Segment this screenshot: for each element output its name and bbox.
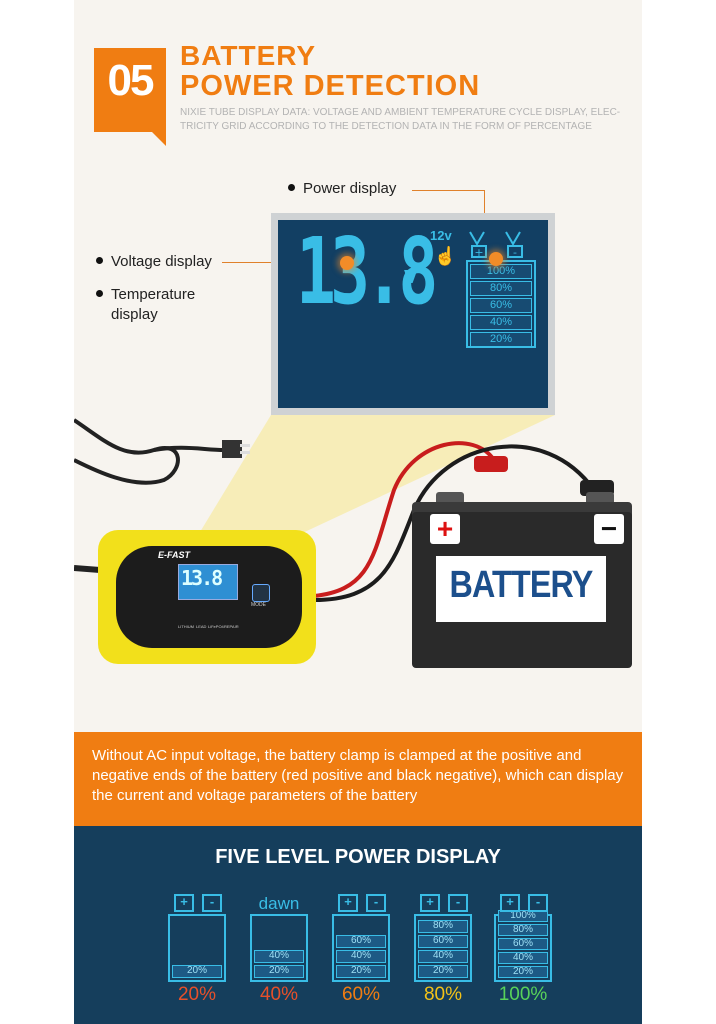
level-battery-top: +- [168, 894, 226, 914]
callout-temperature-line2: display [111, 306, 158, 323]
lcd-level-cell: 20% [470, 332, 532, 347]
minus-icon: - [528, 894, 548, 912]
level-cell: 40% [418, 950, 468, 963]
lcd-unit: v [404, 262, 418, 289]
callout-temperature-line1: Temperature [111, 286, 196, 303]
charger-brand: E-FAST [158, 550, 191, 560]
level-battery-top: +- [494, 894, 552, 914]
product-page: 05 BATTERY POWER DETECTION NIXIE TUBE DI… [74, 0, 642, 1024]
lcd-level-cell: 60% [470, 298, 532, 313]
level-cell: 80% [498, 924, 548, 936]
bullet-dot [96, 289, 103, 297]
level-battery: +- 60% 40% 20% [332, 894, 390, 982]
badge-tail [148, 128, 166, 146]
level-battery-top: +- [414, 894, 472, 914]
level-cell: 20% [418, 965, 468, 978]
power-pointer-dot [489, 252, 503, 266]
level-cell: 80% [418, 920, 468, 933]
bullet-dot [288, 183, 295, 191]
callout-voltage: Voltage display [96, 253, 212, 270]
level-battery: +-100% 80% 60% 40% 20% [494, 894, 552, 982]
callout-power: Power display [288, 180, 396, 197]
mode-label-lithium: LITHIUM [178, 624, 194, 629]
plus-icon: + [338, 894, 358, 912]
charger-lcd [178, 564, 238, 600]
lcd-screen [278, 220, 548, 408]
title-line-1: BATTERY [180, 40, 317, 71]
level-battery-body: 20% [168, 914, 226, 982]
cables [74, 418, 614, 602]
callout-voltage-label: Voltage display [111, 253, 212, 270]
callout-temperature: Temperature display [96, 285, 195, 325]
mode-button[interactable] [252, 584, 270, 602]
description-band [74, 732, 642, 826]
section-number: 05 [107, 56, 155, 105]
level-cell: 40% [254, 950, 304, 963]
levels-title: FIVE LEVEL POWER DISPLAY [215, 846, 501, 868]
level-battery-body: 40%20% [250, 914, 308, 982]
level-battery: +- 80% 60% 40% 20% [414, 894, 472, 982]
lcd-terminal-icons: + - [469, 231, 523, 258]
description-text: Without AC input voltage, the battery cl… [92, 747, 624, 804]
mode-label-repair: REPAIR [224, 624, 239, 629]
plus-icon: + [420, 894, 440, 912]
level-cell: 60% [336, 935, 386, 948]
mode-label-lifepo4: LiFePO4 [208, 624, 224, 629]
level-battery-body: 80% 60% 40% 20% [414, 914, 472, 982]
minus-icon: − [594, 514, 624, 544]
plus-icon: + [174, 894, 194, 912]
level-battery-top: +- [332, 894, 390, 914]
level-percent: 20% [177, 984, 217, 1005]
dawn-label: dawn [258, 894, 300, 913]
level-cell: 60% [498, 938, 548, 950]
level-percent: 100% [498, 984, 548, 1005]
level-cell: 20% [172, 965, 222, 978]
number-badge [94, 48, 166, 132]
lcd-battery-gauge: 100% 80% 60% 40% 20% [466, 260, 536, 348]
level-battery-body: 100% 80% 60% 40% 20% [494, 910, 552, 982]
battery-label-plate [436, 556, 606, 622]
level-cell: 20% [498, 966, 548, 978]
mode-label-lead: LEAD [196, 624, 207, 629]
level-percent: 60% [341, 984, 381, 1005]
level-cell: 20% [254, 965, 304, 978]
voltage-pointer-dot [340, 256, 354, 270]
subtitle: NIXIE TUBE DISPLAY DATA: VOLTAGE AND AMB… [180, 107, 621, 132]
level-cell: 40% [498, 952, 548, 964]
level-percent: 40% [259, 984, 299, 1005]
hand-pointer-icon: ☝ [434, 246, 457, 266]
lcd-voltage-mode: 12v [430, 228, 452, 243]
minus-icon: - [366, 894, 386, 912]
plus-icon: + [500, 894, 520, 912]
lcd-level-cell: 100% [470, 264, 532, 279]
lcd-level-cell: 40% [470, 315, 532, 330]
minus-icon: - [448, 894, 468, 912]
power-leader-h [412, 190, 484, 191]
mode-label: MODE [251, 602, 266, 608]
level-battery-body: 60% 40% 20% [332, 914, 390, 982]
level-percent: 80% [423, 984, 463, 1005]
title-line-2: POWER DETECTION [180, 70, 481, 102]
lcd-level-cell: 80% [470, 281, 532, 296]
svg-text:-: - [513, 246, 517, 258]
level-cell: 100% [498, 910, 548, 922]
minus-icon: - [202, 894, 222, 912]
svg-text:+: + [474, 246, 483, 258]
callout-power-label: Power display [303, 180, 397, 197]
charger-lcd-reading: 13.8 [181, 566, 223, 590]
battery-label: BATTERY [449, 564, 594, 606]
plus-icon: + [430, 514, 460, 544]
level-cell: 20% [336, 965, 386, 978]
level-cell: 60% [418, 935, 468, 948]
level-battery-top: dawn [250, 894, 308, 914]
bullet-dot [96, 256, 103, 264]
lcd-voltage-reading: 13.8 [296, 218, 438, 325]
level-cell: 40% [336, 950, 386, 963]
level-battery: +- 20% [168, 894, 226, 982]
